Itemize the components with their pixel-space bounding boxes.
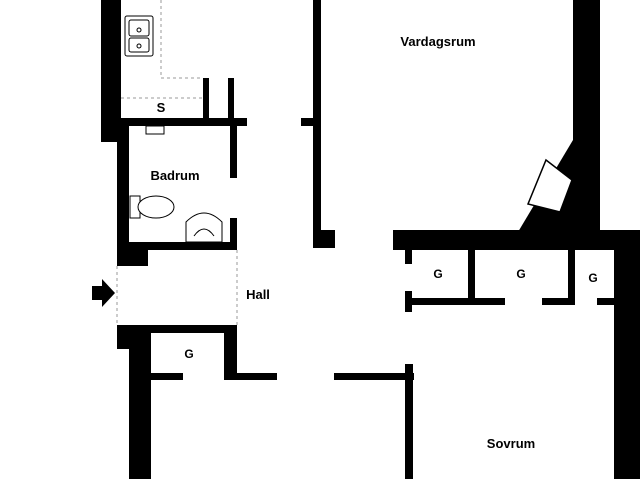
wall-g1-left: [405, 250, 412, 264]
fireplace-icon: [526, 158, 573, 213]
wall-g-row-bottom-2: [542, 298, 575, 305]
wall-g-row-bottom-1: [405, 298, 505, 305]
kitchen-counter-outline: [160, 0, 203, 79]
label-hall: Hall: [246, 287, 270, 302]
wall-living-bottom: [393, 230, 640, 250]
label-storage: S: [157, 100, 166, 115]
wall-living-left: [313, 0, 321, 248]
wall-living-left-foot: [313, 230, 335, 248]
wall-bath-right-upper: [230, 126, 237, 178]
wall-bath-bottom: [117, 242, 237, 250]
wall-g1-g2-divider: [468, 250, 475, 305]
wall-left-entry-top: [117, 250, 148, 266]
wall-hall-bottom: [151, 325, 237, 333]
wall-g3-bottom: [597, 298, 614, 305]
label-wardrobe-3: G: [588, 271, 597, 285]
label-wardrobe-hall: G: [184, 347, 193, 361]
label-wardrobe-1: G: [433, 267, 442, 281]
wall-sovrum-left: [405, 364, 413, 479]
walls: [101, 0, 640, 479]
wall-right-lower: [614, 250, 640, 479]
wall-g-hall-right: [224, 325, 237, 377]
wall-g-hall-bottom-right: [224, 373, 277, 380]
wall-g2-g3-divider: [568, 250, 575, 305]
sink-icon: [124, 15, 154, 57]
label-wardrobe-2: G: [516, 267, 525, 281]
washbasin-icon: [185, 212, 223, 243]
wall-living-right: [573, 0, 600, 140]
wall-left-upper: [101, 0, 121, 142]
wall-bath-right-lower: [230, 218, 237, 248]
water-heater-icon: [145, 125, 165, 135]
toilet-icon: [129, 195, 175, 219]
label-sovrum: Sovrum: [487, 436, 535, 451]
wall-kitchen-stub-2: [228, 78, 234, 122]
wall-bath-left: [117, 126, 129, 266]
wall-bath-top: [121, 118, 247, 126]
dashed-lines: [116, 0, 238, 325]
wall-kitchen-stub: [203, 78, 209, 122]
wall-left-bottom: [129, 349, 151, 479]
wall-corridor-right: [334, 373, 414, 380]
label-badrum: Badrum: [150, 168, 199, 183]
wall-left-lower: [117, 325, 151, 349]
wall-living-left-stub: [301, 118, 313, 126]
label-vardagsrum: Vardagsrum: [400, 34, 475, 49]
entrance-arrow-icon: [92, 279, 115, 307]
wall-g-hall-bottom-left: [151, 373, 183, 380]
